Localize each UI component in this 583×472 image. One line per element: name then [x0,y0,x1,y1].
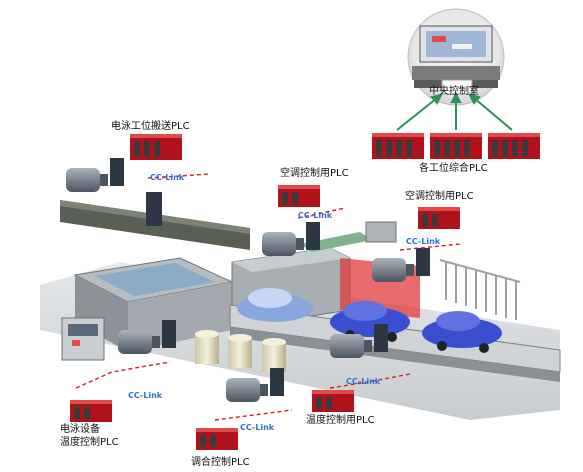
temp-plc-label: 温度控制用PLC [306,415,375,426]
ed-transfer-plc-label: 电泳工位搬送PLC [111,121,190,132]
cclink-badge: CC-Link [298,211,333,220]
cclink-badges: CC-Link CC-Link CC-Link CC-Link CC-Link … [128,173,441,432]
cclink-badge: CC-Link [406,237,441,246]
uplink-arrows [396,91,513,131]
central-control-room [407,8,505,106]
field-plc-racks [70,134,460,450]
ed-temp-plc-label-line1: 电泳设备 [60,424,100,435]
motors-with-inverters [66,158,430,402]
cclink-badge: CC-Link [240,423,275,432]
cclink-badge: CC-Link [346,377,381,386]
ac-plc-label-2: 空调控制用PLC [405,191,474,202]
cclink-network-lines [75,173,461,421]
station-plc-label: 各工位综合PLC [419,163,488,174]
car-bodies [237,288,502,353]
cclink-badge: CC-Link [150,173,185,182]
station-plc-racks [372,133,540,159]
blend-plc-label: 调合控制PLC [191,457,250,468]
ed-temp-plc-label-line2: 温度控制PLC [60,437,119,448]
central-control-room-label: 中央控制室 [429,86,479,97]
ac-plc-label-1: 空调控制用PLC [280,168,349,179]
cclink-badge: CC-Link [128,391,163,400]
blending-drums [195,330,286,372]
control-cabinets [61,221,397,361]
